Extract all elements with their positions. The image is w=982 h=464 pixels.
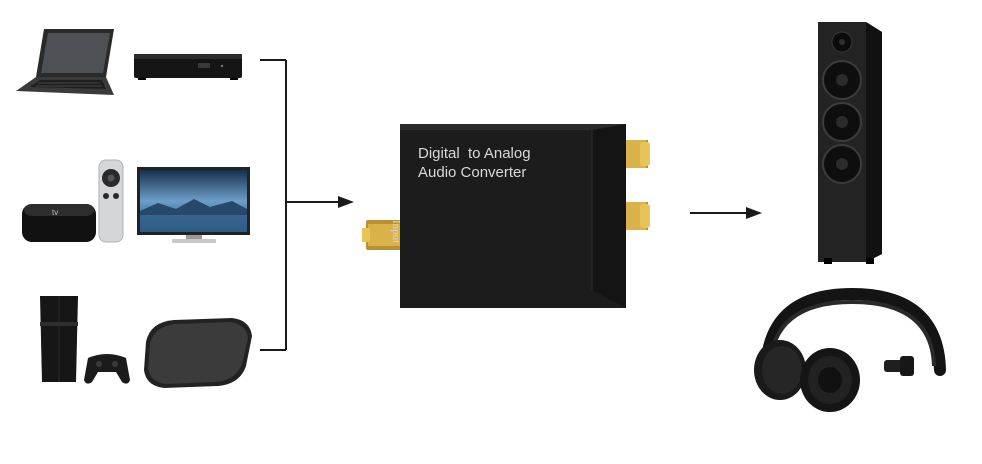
input-label: Input [390, 220, 402, 244]
media-box-icon [144, 318, 252, 388]
arrow-to-outputs [746, 207, 762, 219]
arrow-to-converter [338, 196, 354, 208]
headphones-icon [754, 287, 946, 412]
laptop-icon [16, 29, 114, 95]
game-console-icon [40, 296, 78, 382]
svg-text:tv: tv [52, 208, 58, 217]
television-icon [137, 167, 250, 243]
remote-icon [98, 159, 124, 243]
converter-device: Digital to Analog Audio Converter Input [360, 118, 660, 310]
gamepad-icon [84, 354, 130, 384]
apple-tv-icon: tv [22, 204, 96, 242]
converter-title-line2: Audio Converter [418, 164, 527, 181]
set-top-box-icon [134, 54, 242, 80]
floor-speaker-icon [818, 22, 882, 264]
converter-title-line1: Digital to Analog [418, 145, 531, 162]
